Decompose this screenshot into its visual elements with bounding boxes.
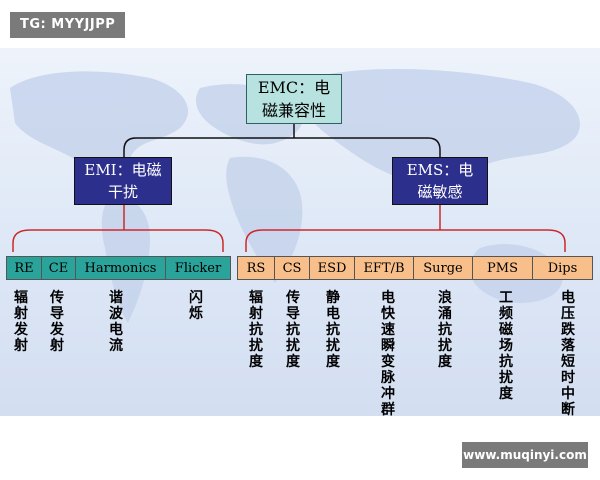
emi-test-row: RE CE Harmonics Flicker [6, 256, 231, 280]
emi-line2: 干扰 [107, 183, 138, 201]
ems-test-surge: Surge [414, 256, 473, 280]
ems-bracket [245, 205, 566, 252]
ems-desc-cs: 传导抗扰度 [286, 290, 300, 370]
ems-test-pms: PMS [473, 256, 533, 280]
emi-category-node: EMI：电磁 干扰 [74, 157, 172, 205]
ems-desc-esd: 静电抗扰度 [326, 290, 340, 370]
root-connector [123, 124, 441, 157]
ems-test-row: RS CS ESD EFT/B Surge PMS Dips [237, 256, 593, 280]
emc-line2: 磁兼容性 [261, 101, 326, 120]
ems-desc-pms: 工频磁场抗扰度 [499, 290, 513, 402]
emi-test-ce: CE [42, 256, 76, 280]
emi-desc-harmonics: 谐波电流 [109, 290, 123, 354]
ems-test-eftb: EFT/B [355, 256, 414, 280]
emi-desc-re: 辐射发射 [14, 290, 28, 354]
ems-test-cs: CS [275, 256, 310, 280]
ems-desc-surge: 浪涌抗扰度 [438, 290, 452, 370]
ems-test-esd: ESD [310, 256, 355, 280]
ems-test-rs: RS [237, 256, 275, 280]
emi-test-harmonics: Harmonics [76, 256, 166, 280]
ems-desc-eftb: 电快速瞬变脉冲群 [381, 290, 395, 418]
ems-line1: EMS：电 [406, 161, 474, 179]
emi-bracket [12, 205, 224, 252]
watermark-top-left: TG: MYYJJPP [10, 12, 126, 38]
emc-line1: EMC：电 [257, 78, 331, 97]
emi-desc-flicker: 闪烁 [189, 290, 203, 322]
ems-test-dips: Dips [533, 256, 593, 280]
ems-desc-rs: 辐射抗扰度 [249, 290, 263, 370]
ems-category-node: EMS：电 磁敏感 [392, 157, 488, 205]
emc-root-node: EMC：电 磁兼容性 [246, 74, 342, 124]
emi-line1: EMI：电磁 [84, 161, 162, 179]
watermark-bottom-right: www.muqinyi.com [462, 442, 588, 468]
emi-desc-ce: 传导发射 [50, 290, 64, 354]
emi-test-re: RE [6, 256, 42, 280]
emi-test-flicker: Flicker [166, 256, 231, 280]
ems-line2: 磁敏感 [417, 183, 463, 201]
ems-desc-dips: 电压跌落短时中断 [561, 290, 575, 418]
